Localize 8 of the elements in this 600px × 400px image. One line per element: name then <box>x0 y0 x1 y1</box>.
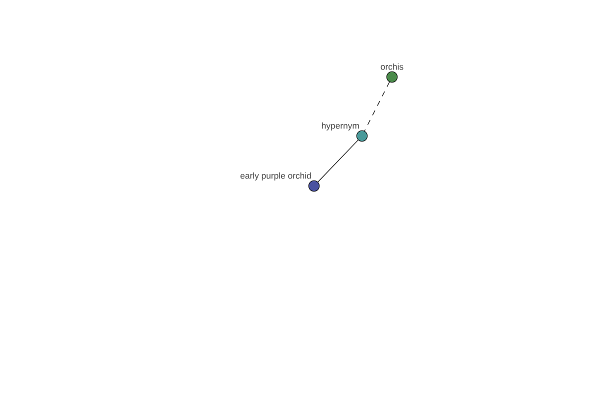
connector-line <box>364 82 390 132</box>
graph-node: orchis <box>380 63 404 83</box>
node-label: early purple orchid <box>240 172 311 180</box>
connector-line <box>318 140 358 182</box>
node-label: orchis <box>380 63 404 70</box>
graph-node: early purple orchid <box>240 172 320 192</box>
graph-node: hypernym <box>322 122 368 142</box>
node-label: hypernym <box>322 122 359 130</box>
